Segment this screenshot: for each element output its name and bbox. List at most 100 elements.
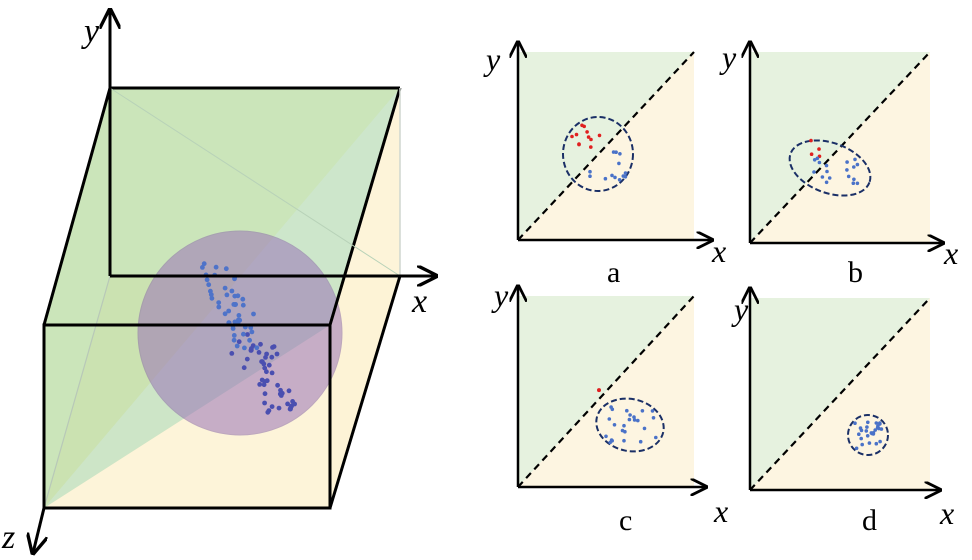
panel-d-blue-point <box>853 421 857 426</box>
panel-a-blue-point <box>588 174 592 178</box>
cube-z-axis <box>33 507 44 553</box>
panel-b-blue-point <box>824 180 829 185</box>
panel-a-cluster-ellipse <box>562 116 634 192</box>
cube-data-point <box>208 288 213 294</box>
panel-b-cluster-ellipse <box>788 139 872 197</box>
panel-c-x-label: x <box>713 493 728 529</box>
cube-data-point <box>234 343 240 349</box>
panel-b-red-point <box>809 138 813 143</box>
cube-data-point <box>249 346 254 351</box>
cube-data-point <box>232 319 238 325</box>
panel-c-blue-point <box>654 435 658 440</box>
panel-d-blue-point <box>874 421 879 425</box>
panel-d-letter: d <box>862 504 877 537</box>
cube-data-point <box>276 405 282 411</box>
cube-data-point <box>236 339 242 345</box>
cube-front-face <box>42 323 332 510</box>
cube-data-point <box>213 264 219 270</box>
panel-d-blue-point <box>878 439 882 444</box>
panel-d-blue-point <box>866 420 870 425</box>
panel-b-blue-point <box>851 181 856 185</box>
cube-data-point <box>209 295 215 301</box>
panel-c-blue-point <box>608 440 612 445</box>
panel-b-blue-point <box>827 176 832 180</box>
cube-points <box>200 261 297 415</box>
panel-b-blue-point <box>845 160 849 164</box>
panel-a-blue-point <box>603 176 608 181</box>
cube-data-point <box>287 406 293 412</box>
panel-d-blue-point <box>864 429 869 433</box>
panel-a-red-point <box>585 130 589 134</box>
panel-c-blue-point <box>627 417 632 422</box>
panel-b-diagonal <box>749 51 931 244</box>
panel-c-blue-point <box>640 409 645 413</box>
panel-b-x-label: x <box>943 235 958 271</box>
panel-c-blue-point <box>620 428 625 433</box>
panel-d-blue-point <box>860 442 864 447</box>
panel-a-diagonal <box>517 51 695 241</box>
panel-c-blue-point <box>622 423 626 428</box>
panel-a: y x a <box>483 41 726 289</box>
panel-d: y x d <box>731 288 954 537</box>
panel-d-blue-point <box>876 424 880 428</box>
cube-data-point <box>261 382 267 388</box>
cube-data-point <box>204 277 210 283</box>
panel-a-red-point <box>589 137 593 142</box>
panel-d-blue-point <box>867 441 872 445</box>
cube-data-point <box>241 331 246 337</box>
cube-edge-top-right-depth <box>328 87 402 326</box>
panel-b-blue-point <box>820 175 825 179</box>
panel-c-diagonal <box>517 295 695 488</box>
panel-c-blue-point <box>622 438 626 443</box>
panel-a-points <box>570 123 628 182</box>
cube-data-point <box>269 370 275 376</box>
cube-data-point <box>201 261 207 267</box>
panel-a-red-point <box>586 135 591 139</box>
cube-data-point <box>222 285 228 291</box>
panel-a-blue-point <box>588 169 592 174</box>
panel-d-blue-point <box>859 436 863 441</box>
panel-b-blue-point <box>812 158 817 162</box>
panel-b-letter: b <box>848 256 863 289</box>
panel-d-blue-point <box>874 441 879 446</box>
panel-c-y-label: y <box>491 277 509 313</box>
cube-data-point <box>285 401 290 407</box>
panel-b-blue-point <box>817 160 822 165</box>
panel-a-letter: a <box>607 256 620 289</box>
cube-data-point <box>262 391 268 397</box>
cube-data-point <box>244 356 250 362</box>
cube-data-point <box>256 350 262 355</box>
panel-d-blue-point <box>877 426 881 431</box>
panel-a-red-point <box>589 145 593 149</box>
panel-c-blue-point <box>638 439 643 444</box>
panel-a-red-point <box>577 142 581 147</box>
cube-data-point <box>242 345 247 351</box>
panel-b-y-label: y <box>719 39 737 75</box>
panel-b-blue-point <box>846 174 851 179</box>
cube-data-point <box>277 391 283 397</box>
panel-a-blue-point <box>613 175 617 180</box>
cube-data-point <box>247 337 253 343</box>
cube-data-point <box>216 304 222 310</box>
cube-data-point <box>266 362 272 368</box>
cube-data-point <box>223 266 229 272</box>
cube-data-point <box>269 354 275 360</box>
panel-c-blue-point <box>604 434 608 439</box>
cube-data-point <box>231 337 237 343</box>
panel-d-cluster-circle <box>847 414 889 456</box>
cube-data-point <box>269 404 275 409</box>
panel-a-blue-point <box>623 171 628 175</box>
panel-b-blue-point <box>852 165 856 169</box>
cube-data-point <box>275 382 280 388</box>
panel-a-blue-point <box>617 161 621 166</box>
cube-data-point <box>258 341 263 347</box>
cube-data-point <box>232 276 237 282</box>
cube-diagram: y x z <box>1 10 436 556</box>
panel-c-blue-point <box>609 405 613 409</box>
cube-data-point <box>245 332 250 337</box>
cube-inner-edge-1 <box>43 275 111 509</box>
cube-data-point <box>236 313 242 318</box>
panel-a-blue-point <box>610 173 614 178</box>
panel-b-blue-point <box>825 169 829 174</box>
